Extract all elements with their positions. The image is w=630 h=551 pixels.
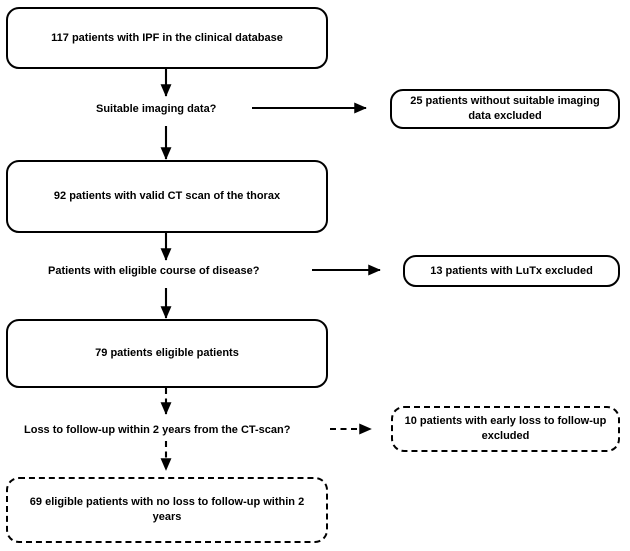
node-total-patients: 117 patients with IPF in the clinical da… (6, 7, 328, 69)
decision-loss-to-followup-label: Loss to follow-up within 2 years from th… (24, 424, 291, 436)
node-excluded-lutx-label: 13 patients with LuTx excluded (430, 264, 593, 277)
node-excluded-lutx: 13 patients with LuTx excluded (403, 255, 620, 287)
node-eligible-patients-label: 79 patients eligible patients (95, 347, 239, 360)
node-excluded-imaging-label: 25 patients without suitable imaging dat… (410, 95, 600, 122)
node-excluded-early-loss-label: 10 patients with early loss to follow-up… (404, 415, 607, 442)
decision-loss-to-followup: Loss to follow-up within 2 years from th… (24, 423, 290, 437)
decision-eligible-course: Patients with eligible course of disease… (48, 264, 260, 278)
node-final-cohort: 69 eligible patients with no loss to fol… (6, 477, 328, 543)
node-valid-ct-scan: 92 patients with valid CT scan of the th… (6, 160, 328, 233)
decision-eligible-course-label: Patients with eligible course of disease… (48, 265, 260, 277)
node-final-cohort-label: 69 eligible patients with no loss to fol… (29, 496, 305, 523)
node-total-patients-label: 117 patients with IPF in the clinical da… (51, 31, 283, 44)
node-excluded-early-loss: 10 patients with early loss to follow-up… (391, 406, 620, 452)
decision-suitable-imaging: Suitable imaging data? (96, 102, 216, 116)
decision-suitable-imaging-label: Suitable imaging data? (96, 103, 217, 115)
node-valid-ct-scan-label: 92 patients with valid CT scan of the th… (53, 190, 281, 203)
node-excluded-imaging: 25 patients without suitable imaging dat… (390, 89, 620, 129)
node-eligible-patients: 79 patients eligible patients (6, 319, 328, 388)
